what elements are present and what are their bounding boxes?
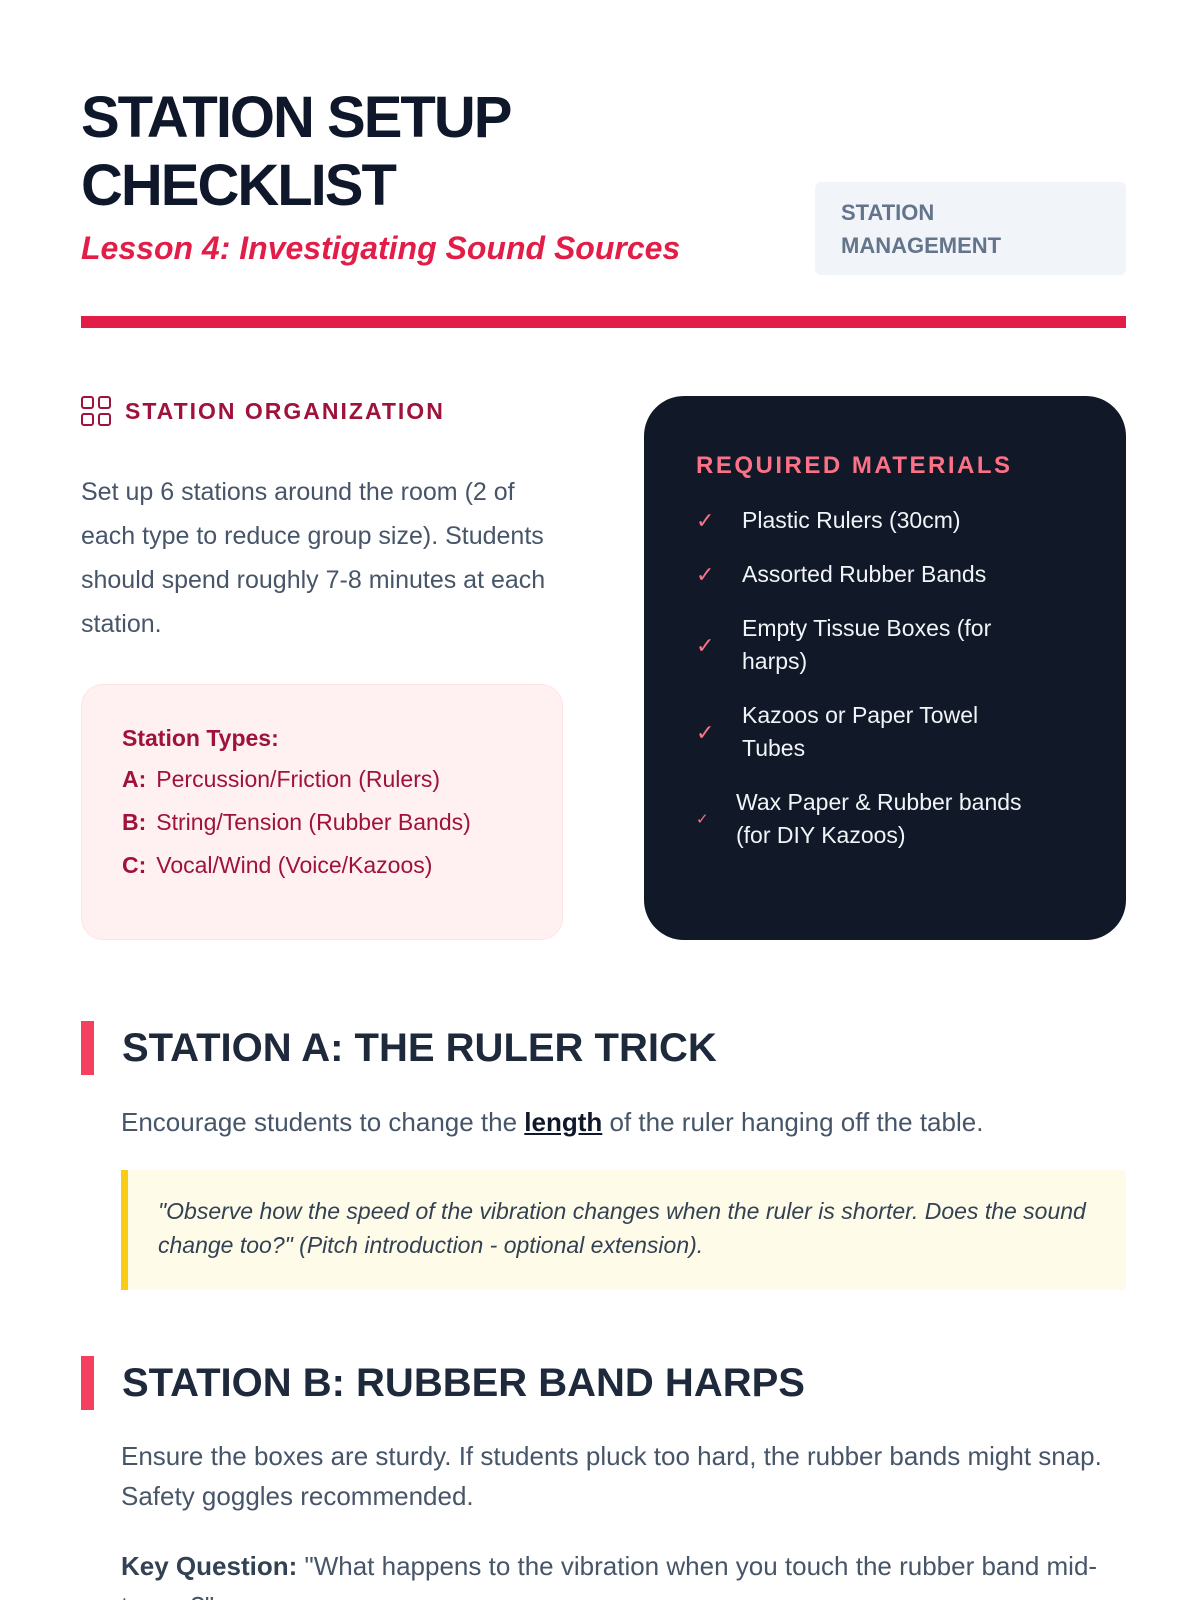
emphasis-length: length (524, 1107, 603, 1137)
lesson-subtitle: Lesson 4: Investigating Sound Sources (81, 230, 681, 266)
material-item: ✓ Wax Paper & Rubber bands (for DIY Kazoo… (696, 786, 1026, 852)
header-divider (81, 316, 1126, 328)
category-badge: STATION MANAGEMENT (815, 182, 1126, 275)
accent-bar (81, 1021, 94, 1075)
station-type-item: C: Vocal/Wind (Voice/Kazoos) (122, 852, 522, 879)
organization-heading-label: STATION ORGANIZATION (125, 397, 445, 424)
check-icon: ✓ (696, 562, 715, 587)
material-label: Kazoos or Paper Towel Tubes (742, 702, 979, 761)
check-icon: ✓ (696, 632, 715, 658)
check-icon: ✓ (696, 508, 715, 533)
type-label: String/Tension (Rubber Bands) (156, 809, 471, 835)
material-item: ✓ Kazoos or Paper Towel Tubes (696, 699, 1026, 765)
type-label: Vocal/Wind (Voice/Kazoos) (156, 852, 433, 878)
organization-heading: STATION ORGANIZATION (81, 396, 445, 426)
station-b-heading: STATION B: RUBBER BAND HARPS (81, 1356, 805, 1410)
material-label: Plastic Rulers (30cm) (742, 507, 961, 533)
station-type-item: B: String/Tension (Rubber Bands) (122, 809, 522, 836)
text: of the ruler hanging off the table. (602, 1107, 984, 1137)
station-a-heading: STATION A: THE RULER TRICK (81, 1021, 717, 1075)
station-types-box: Station Types: A: Percussion/Friction (Ru… (81, 684, 563, 940)
materials-heading: REQUIRED MATERIALS (696, 452, 1013, 479)
materials-card: REQUIRED MATERIALS ✓ Plastic Rulers (30cm… (644, 396, 1126, 940)
station-b-text: Ensure the boxes are sturdy. If students… (121, 1441, 1102, 1511)
type-label: Percussion/Friction (Rulers) (156, 766, 441, 792)
grid-icon (81, 396, 111, 426)
material-item: ✓ Plastic Rulers (30cm) (696, 504, 1026, 537)
accent-bar (81, 1356, 94, 1410)
type-key: B: (122, 809, 147, 835)
station-types-title: Station Types: (122, 725, 279, 751)
material-label: Assorted Rubber Bands (742, 561, 987, 587)
station-a-quote: "Observe how the speed of the vibration … (121, 1170, 1126, 1290)
station-b-title: STATION B: RUBBER BAND HARPS (122, 1360, 805, 1405)
material-label: Empty Tissue Boxes (for harps) (742, 615, 992, 674)
station-a-text: Encourage students to change the length … (121, 1102, 1131, 1142)
material-label: Wax Paper & Rubber bands (for DIY Kazoos… (736, 789, 1022, 848)
key-question-label: Key Question: (121, 1551, 298, 1581)
material-item: ✓ Assorted Rubber Bands (696, 558, 1026, 591)
organization-intro: Set up 6 stations around the room (2 of … (81, 478, 546, 638)
material-item: ✓ Empty Tissue Boxes (for harps) (696, 612, 1026, 678)
text: Encourage students to change the (121, 1107, 525, 1137)
type-key: A: (122, 766, 147, 792)
station-type-item: A: Percussion/Friction (Rulers) (122, 766, 522, 793)
check-icon: ✓ (696, 810, 709, 828)
page-title: STATION SETUP CHECKLIST (81, 85, 511, 218)
station-a-title: STATION A: THE RULER TRICK (122, 1025, 717, 1070)
key-question-text: "What happens to the vibration when you … (121, 1551, 1098, 1600)
type-key: C: (122, 852, 147, 878)
station-b-key-question: Key Question: "What happens to the vibra… (121, 1546, 1131, 1600)
check-icon: ✓ (696, 719, 715, 745)
